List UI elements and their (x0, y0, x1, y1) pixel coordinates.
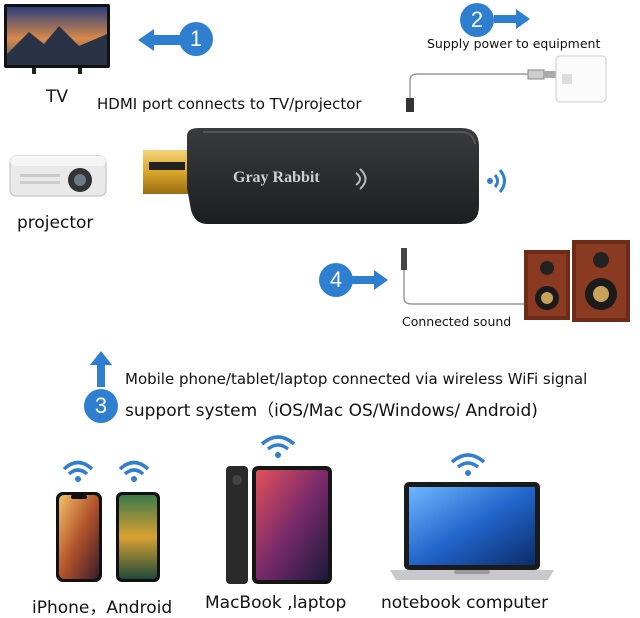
step-3-badge: 3 (84, 389, 118, 423)
sound-label: Connected sound (402, 314, 512, 329)
phone-icon (56, 492, 102, 582)
device-iphone-label: iPhone，Android (32, 598, 173, 618)
supply-label: Supply power to equipment (427, 36, 601, 51)
device-macbook-label: MacBook ,laptop (205, 593, 347, 613)
wifi-icon (450, 453, 486, 476)
step-1-badge: 1 (179, 22, 213, 56)
laptop-icon (390, 482, 554, 582)
tablet-icon (226, 466, 332, 584)
power-adapter-icon (555, 55, 607, 103)
mobile-label: Mobile phone/tablet/laptop connected via… (125, 370, 588, 388)
phone-icon (116, 492, 160, 582)
arrow-icon (494, 9, 530, 29)
wifi-icon (260, 435, 296, 458)
step-4-badge: 4 (319, 263, 353, 297)
support-label: support system（iOS/Mac OS/Windows/ Andro… (125, 401, 538, 421)
wifi-icon (62, 460, 94, 482)
arrow-icon (352, 270, 388, 290)
arrow-icon (138, 29, 184, 51)
wifi-icon (355, 168, 367, 190)
brand-label: Gray Rabbit (233, 169, 320, 186)
speaker-icon (520, 236, 632, 326)
tv-label: TV (46, 87, 69, 107)
step-2-badge: 2 (460, 3, 494, 37)
audio-cable-icon (401, 248, 524, 305)
projector-icon (8, 150, 108, 200)
projector-label: projector (17, 213, 94, 233)
tv-icon (4, 4, 110, 74)
hdmi-dongle (143, 128, 483, 228)
device-notebook-label: notebook computer (381, 593, 549, 613)
usb-cable-icon (406, 69, 556, 112)
wifi-icon (118, 460, 150, 482)
wifi-icon (487, 169, 506, 193)
hdmi-label: HDMI port connects to TV/projector (97, 95, 362, 113)
arrow-icon (90, 351, 112, 387)
